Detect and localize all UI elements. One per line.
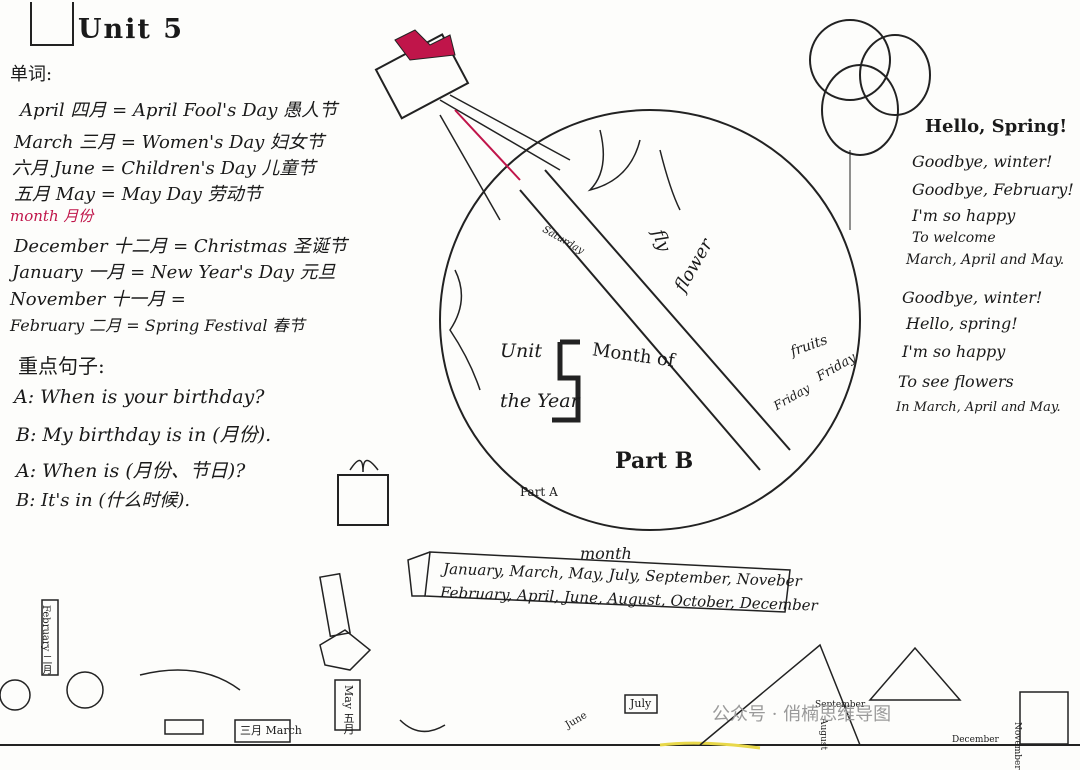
building-right (1019, 691, 1069, 745)
poem-line: In March, April and May. (896, 400, 1061, 415)
vocab-line: March 三月 = Women's Day 妇女节 (14, 132, 325, 153)
may-sign (334, 679, 361, 731)
march-truck (234, 719, 291, 743)
banner-ribbon (424, 551, 791, 613)
globe-outline (439, 109, 861, 531)
continent-top (587, 129, 641, 192)
label-february: February 二月 (40, 605, 51, 675)
globe-part-a: Part A (520, 485, 558, 499)
poem-line: Goodbye, February! (912, 180, 1074, 199)
beam-line-1 (439, 99, 561, 171)
july-sign (624, 694, 658, 714)
balloon-1 (809, 19, 891, 101)
red-hat-icon (394, 29, 456, 61)
balloon-2 (859, 34, 931, 116)
numeral-five-shape (552, 339, 581, 423)
bench-icon (164, 719, 204, 735)
globe-the-year: the Year (500, 390, 580, 412)
poem-line: Hello, spring! (906, 314, 1018, 333)
vocab-line: January 一月 = New Year's Day 元旦 (12, 262, 336, 283)
vocab-line: November 十一月 = (10, 289, 186, 310)
crane-body (319, 572, 351, 638)
watermelon-icon (399, 719, 446, 733)
vocab-line: 六月 June = Children's Day 儿童节 (12, 158, 316, 179)
red-pole (454, 109, 521, 181)
label-september: September (815, 700, 866, 710)
pyramid-tent (868, 646, 962, 701)
page-title: Unit 5 (78, 14, 185, 45)
spring-title: Hello, Spring! (925, 116, 1068, 137)
poem-line: To welcome (912, 230, 996, 246)
label-july: July (630, 697, 652, 710)
vocab-line: February 二月 = Spring Festival 春节 (10, 316, 305, 335)
globe-split-line-2 (544, 169, 791, 451)
vocab-line: 五月 May = May Day 劳动节 (14, 184, 262, 205)
vocab-line: December 十二月 = Christmas 圣诞节 (14, 236, 347, 257)
watermark: 公众号 · 俏楠思维导图 (712, 704, 892, 725)
vocab-heading: 单词: (10, 64, 53, 85)
crane-head (319, 629, 372, 671)
balloon-3 (821, 64, 899, 156)
label-march: 三月 March (240, 724, 302, 737)
poem-line: March, April and May. (906, 252, 1065, 268)
sentence-line: A: When is your birthday? (14, 386, 265, 408)
banner-heading: month (580, 544, 632, 563)
banner-fold-left (407, 551, 431, 597)
gift-bow-icon (349, 459, 379, 473)
tree-2 (0, 679, 31, 711)
sentence-line: B: My birthday is in (月份). (16, 424, 272, 446)
label-august: August (818, 718, 828, 751)
yellow-highlight (659, 741, 761, 750)
poem-line: I'm so happy (902, 342, 1006, 361)
title-decor-box (30, 2, 74, 46)
poem-line: Goodbye, winter! (912, 152, 1053, 171)
beam-line-3 (439, 114, 501, 221)
february-tower (41, 599, 59, 676)
label-november: November (1012, 722, 1022, 770)
globe-split-line-1 (519, 189, 761, 471)
gift-box-icon (337, 474, 389, 526)
poem-line: Goodbye, winter! (902, 288, 1043, 307)
sentences-heading: 重点句子: (18, 354, 105, 378)
poem-line: I'm so happy (912, 206, 1016, 225)
poem-line: To see flowers (898, 372, 1014, 391)
beam-line-2 (449, 94, 571, 161)
mountain-slope (699, 643, 861, 746)
globe-unit-text: Unit (500, 340, 542, 362)
vocab-line-month: month 月份 (10, 207, 94, 225)
continent-left (449, 269, 481, 391)
tree-1 (66, 671, 104, 709)
continent-top-2 (659, 149, 681, 211)
globe-part-b: Part B (615, 448, 694, 474)
label-december: December (952, 735, 999, 745)
sentence-line: B: It's in (什么时候). (16, 490, 191, 511)
hill-line (139, 669, 241, 691)
label-may: May 五月 (342, 685, 355, 735)
sentence-line: A: When is (月份、节日)? (16, 460, 246, 482)
vocab-line: April 四月 = April Fool's Day 愚人节 (20, 100, 338, 121)
